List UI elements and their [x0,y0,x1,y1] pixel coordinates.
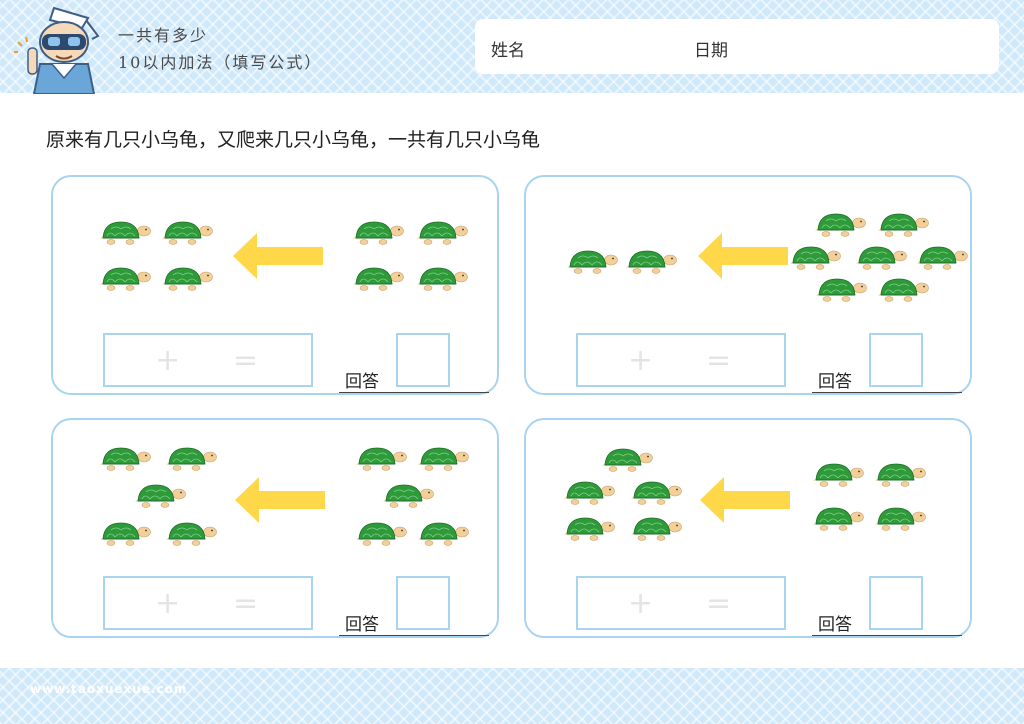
turtle-icon [917,244,969,270]
footer-band [0,668,1024,724]
turtle-icon [602,446,654,472]
answer-input-box[interactable] [396,576,450,630]
mascot-illustration [14,6,100,94]
problem-card-2: + = 回答 [524,175,972,395]
turtle-icon [816,276,868,302]
equal-sign: = [233,343,259,378]
website-link[interactable]: www.taoxuexue.com [30,682,188,696]
turtle-icon [626,248,678,274]
turtle-icon [417,219,469,245]
turtle-icon [166,520,218,546]
problem-card-4: + = 回答 [524,418,972,638]
equal-sign: = [233,586,259,621]
turtle-icon [631,479,683,505]
formula-input-box[interactable]: + = [103,576,313,630]
turtle-icon [100,265,152,291]
problem-card-1: + = 回答 [51,175,499,395]
turtle-icon [878,211,930,237]
turtle-icon [418,445,470,471]
turtle-icon [383,482,435,508]
turtle-icon [564,479,616,505]
answer-underline [812,635,962,636]
turtle-icon [875,505,927,531]
equal-sign: = [706,343,732,378]
turtle-icon [567,248,619,274]
turtle-icon [813,461,865,487]
answer-label: 回答 [345,615,379,635]
left-arrow-icon [700,477,790,523]
turtle-icon [418,520,470,546]
turtle-icon [100,520,152,546]
turtle-icon [166,445,218,471]
turtle-icon [631,515,683,541]
turtle-icon [417,265,469,291]
turtle-icon [356,520,408,546]
turtle-icon [815,211,867,237]
instruction-text: 原来有几只小乌龟，又爬来几只小乌龟，一共有几只小乌龟 [46,129,541,151]
formula-input-box[interactable]: + = [576,333,786,387]
date-label: 日期 [694,41,728,61]
left-arrow-icon [698,233,788,279]
answer-underline [339,635,489,636]
worksheet-title: 一共有多少 [118,26,209,45]
turtle-icon [564,515,616,541]
formula-input-box[interactable]: + = [103,333,313,387]
answer-input-box[interactable] [869,333,923,387]
turtle-icon [356,445,408,471]
plus-sign: + [155,343,181,378]
left-arrow-icon [233,233,323,279]
answer-input-box[interactable] [396,333,450,387]
name-date-box: 姓名 日期 [475,19,999,74]
turtle-icon [878,276,930,302]
turtle-icon [790,244,842,270]
problem-card-3: + = 回答 [51,418,499,638]
turtle-icon [162,265,214,291]
formula-input-box[interactable]: + = [576,576,786,630]
answer-label: 回答 [818,615,852,635]
answer-label: 回答 [345,372,379,392]
turtle-icon [100,219,152,245]
answer-label: 回答 [818,372,852,392]
turtle-icon [875,461,927,487]
answer-underline [812,392,962,393]
plus-sign: + [628,343,654,378]
turtle-icon [353,265,405,291]
equal-sign: = [706,586,732,621]
turtle-icon [135,482,187,508]
plus-sign: + [155,586,181,621]
answer-input-box[interactable] [869,576,923,630]
answer-underline [339,392,489,393]
turtle-icon [100,445,152,471]
turtle-icon [856,244,908,270]
worksheet-subtitle: 10以内加法（填写公式） [118,53,323,72]
turtle-icon [813,505,865,531]
plus-sign: + [628,586,654,621]
left-arrow-icon [235,477,325,523]
turtle-icon [353,219,405,245]
name-label: 姓名 [491,41,525,61]
turtle-icon [162,219,214,245]
